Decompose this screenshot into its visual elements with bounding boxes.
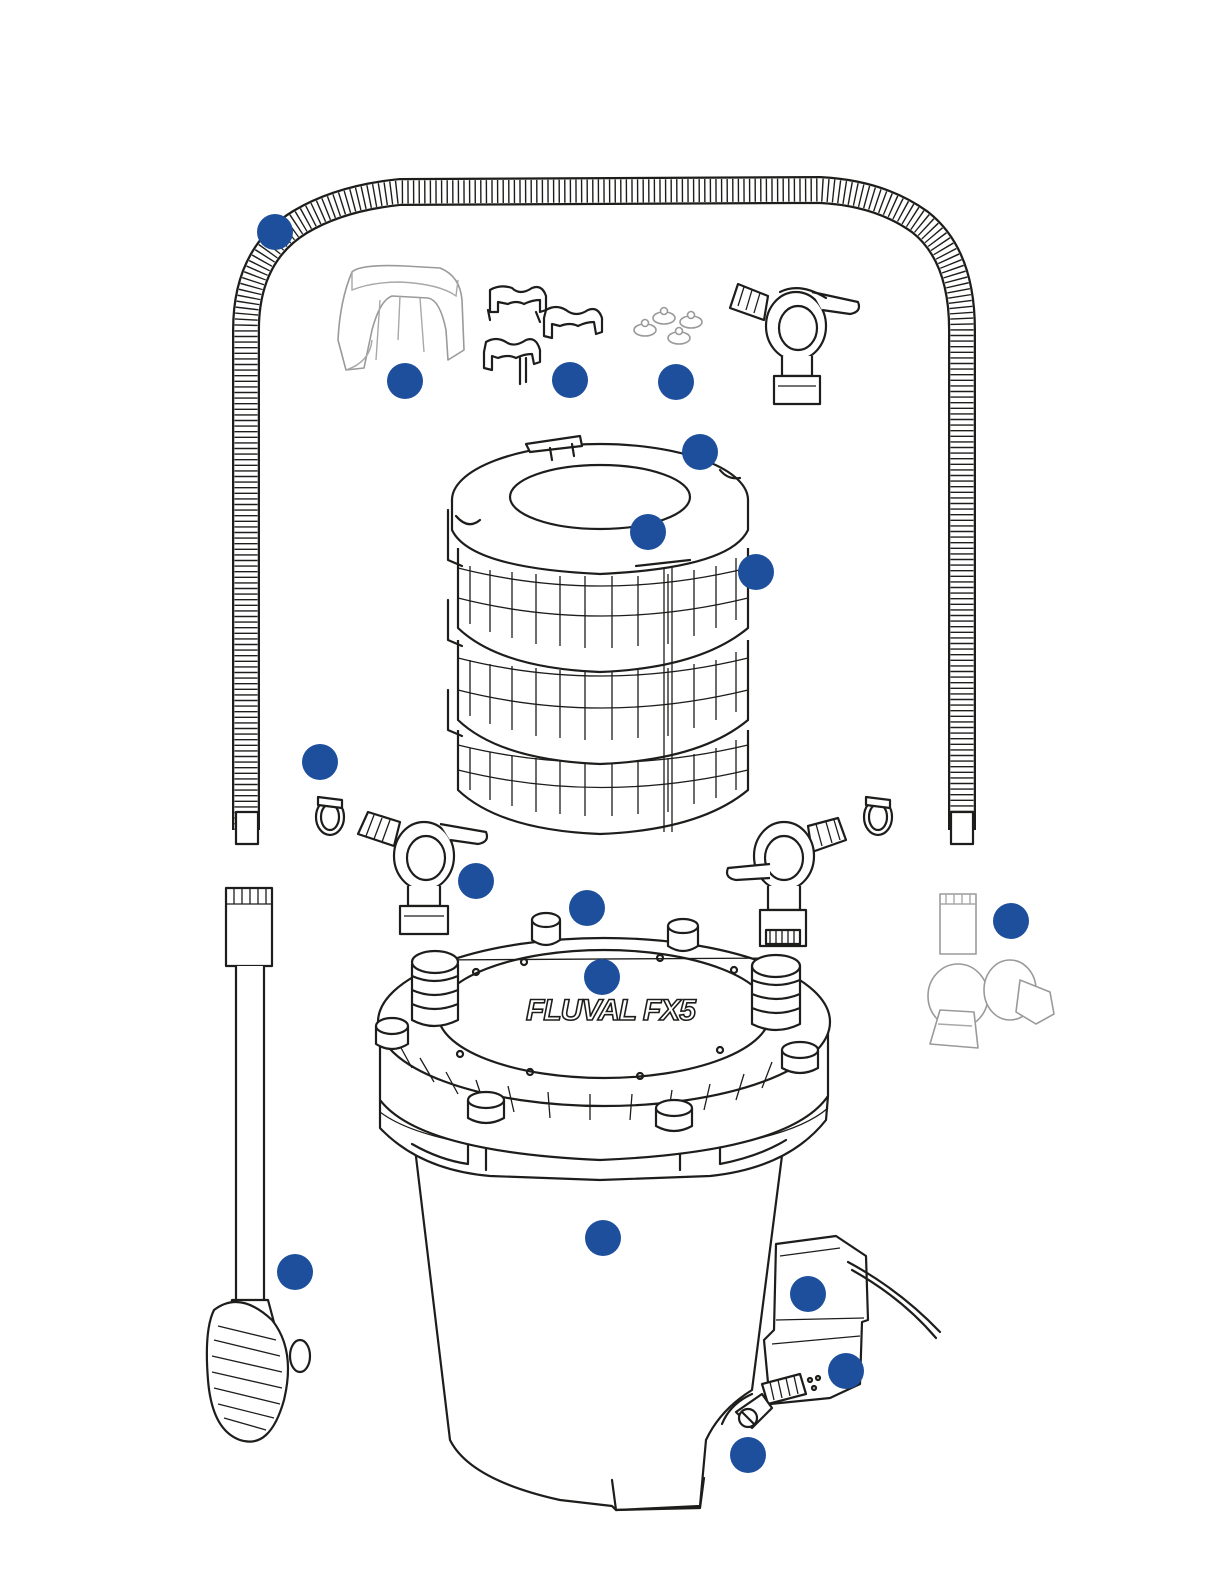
callout-marker-valve[interactable] [458,863,494,899]
callout-marker-hose-guide[interactable] [387,363,423,399]
intake-strainer [207,888,310,1442]
suction-cups [634,308,702,345]
callout-marker-media-basket[interactable] [738,554,774,590]
hose-guide [338,266,464,370]
callout-marker-canister-body[interactable] [585,1220,621,1256]
callout-marker-suction-cups[interactable] [658,364,694,400]
valve-right [727,818,846,946]
callout-marker-motor-housing[interactable] [790,1276,826,1312]
callout-marker-clamps[interactable] [552,362,588,398]
callout-marker-hose[interactable] [257,214,293,250]
callout-marker-drain-valve[interactable] [730,1437,766,1473]
output-nozzle [928,894,1054,1048]
callout-marker-basket-lid[interactable] [630,514,666,550]
media-basket-stack [448,444,748,834]
callout-marker-basket-handle[interactable] [682,434,718,470]
callout-marker-output-nozzle[interactable] [993,903,1029,939]
callout-marker-intake-strainer[interactable] [277,1254,313,1290]
outlet-valve-top [730,284,859,404]
callout-marker-power-connector[interactable] [828,1353,864,1389]
callout-marker-filter-lid[interactable] [584,959,620,995]
callout-marker-hose-clamp[interactable] [302,744,338,780]
brand-logo: FLUVAL FX5 [526,994,697,1027]
callout-marker-lid-nut[interactable] [569,890,605,926]
